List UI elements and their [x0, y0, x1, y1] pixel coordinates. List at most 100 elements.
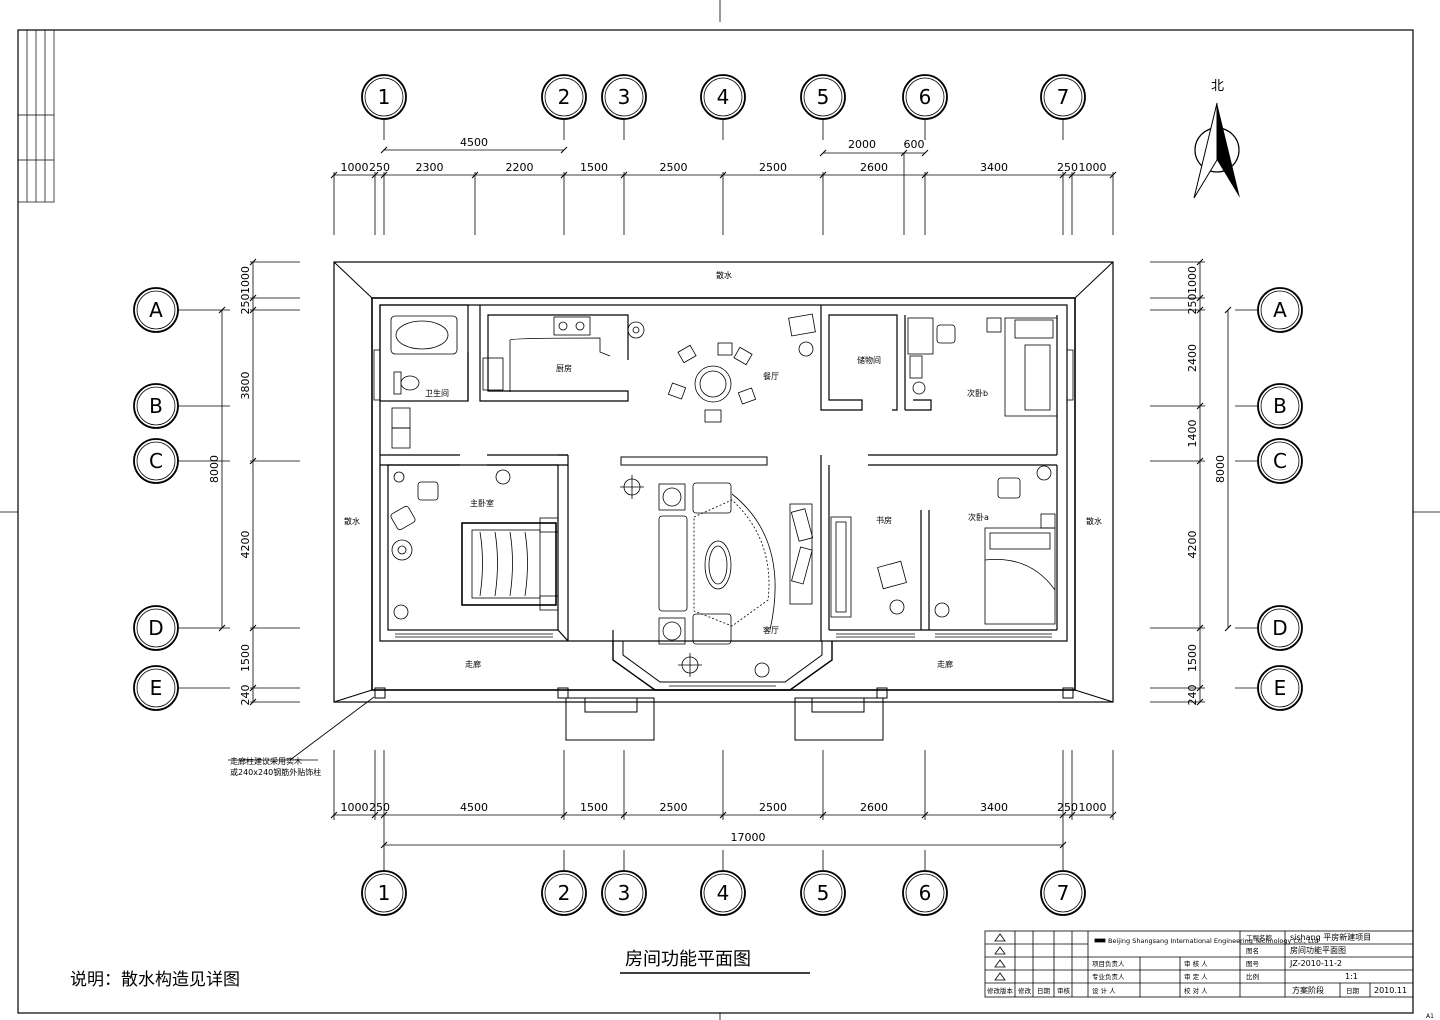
dim-tick	[471, 171, 479, 179]
room-label-corridor-right: 走廊	[937, 659, 953, 669]
dining-table-icon	[667, 342, 757, 423]
dim-tick	[1109, 811, 1117, 819]
project-label: 工程名称	[1246, 933, 1273, 942]
dim-tick	[380, 171, 388, 179]
axis-top-2: 2	[541, 74, 587, 120]
sign-row-2-right: 审 定 人	[1184, 972, 1208, 981]
axis-bubble-inner	[544, 873, 584, 913]
top-dim-label: 2500	[660, 161, 688, 174]
axis-right-A: A	[1257, 287, 1303, 333]
callout-line-2: 或240x240钢筋外贴饰柱	[230, 767, 321, 777]
date-label: 日期	[1346, 987, 1360, 995]
axis-bubble-label: A	[1273, 298, 1287, 322]
dim-tick	[719, 811, 727, 819]
dim-tick	[560, 811, 568, 819]
drawing-number-label: 图号	[1246, 960, 1260, 968]
dim-tick	[819, 149, 827, 157]
sheet-corner-label: A1	[1426, 1013, 1434, 1020]
axis-top-6: 6	[902, 74, 948, 120]
bay-window	[612, 641, 833, 691]
bookshelf-icon	[830, 516, 852, 618]
dim-tick	[1068, 171, 1076, 179]
axis-bubble-inner	[604, 873, 644, 913]
axis-left-A: A	[133, 287, 179, 333]
project-value: sishang 平房新建项目	[1290, 932, 1371, 942]
column-callout: 走廊柱建议采用实木 或240x240钢筋外贴饰柱	[228, 696, 375, 777]
axis-bubble-inner	[364, 873, 404, 913]
armchair-icon	[417, 481, 439, 501]
axis-right-B: B	[1257, 383, 1303, 429]
top-dim-label: 2500	[759, 161, 787, 174]
axis-bubble-label: 7	[1057, 881, 1070, 905]
axis-bubble-inner	[1260, 608, 1300, 648]
lamp-icon	[754, 662, 770, 678]
axis-bubble-label: E	[150, 676, 163, 700]
room-labels: 散水 散水 散水 卫生间 厨房 餐厅 储物间 次卧b 主卧室 客厅 书房 次卧a…	[344, 270, 1102, 669]
dim-tick	[1068, 811, 1076, 819]
axis-bubble-inner	[136, 668, 176, 708]
room-label-master-bedroom: 主卧室	[470, 498, 494, 508]
dim-tick	[1224, 306, 1232, 314]
right-dim-label: 1400	[1186, 420, 1199, 448]
dim-tick	[249, 684, 257, 692]
dim-tick	[719, 171, 727, 179]
lamp-icon	[889, 599, 905, 615]
master-bed-icon	[461, 517, 559, 611]
sign-row-2-left: 专业负责人	[1092, 972, 1125, 981]
axis-right-C: C	[1257, 438, 1303, 484]
top-dim-label: 3400	[980, 161, 1008, 174]
axis-bubble-inner	[136, 441, 176, 481]
axis-top-4: 4	[700, 74, 746, 120]
dim-tick	[249, 457, 257, 465]
nightstand-icon	[986, 317, 1002, 333]
dim-tick	[1059, 171, 1067, 179]
bottom-dim-label: 4500	[460, 801, 488, 814]
top-dim-label: 1000	[1079, 161, 1107, 174]
room-label-bedroom-b: 次卧b	[967, 388, 988, 398]
plant-icon	[678, 653, 702, 677]
axis-bubble-label: 2	[558, 85, 571, 109]
dim-tick	[1196, 624, 1204, 632]
right-dim-overall-label: 8000	[1214, 455, 1227, 483]
north-arrow-icon	[1193, 102, 1240, 199]
dim-tick	[620, 171, 628, 179]
right-dim-label: 4200	[1186, 531, 1199, 559]
axis-bubble-inner	[803, 77, 843, 117]
axis-bubble-inner	[1260, 441, 1300, 481]
top-dim-label: 250	[1057, 161, 1078, 174]
lamp-icon	[798, 341, 814, 357]
axis-bubble-label: 2	[558, 881, 571, 905]
dim-tick	[921, 811, 929, 819]
axis-bubble-label: 7	[1057, 85, 1070, 109]
axis-bottom-7: 7	[1040, 870, 1086, 916]
room-label-scatter-left: 散水	[344, 516, 360, 526]
drawing-name-value: 房间功能平面图	[1290, 945, 1346, 955]
bottom-dim-label: 3400	[980, 801, 1008, 814]
room-label-bedroom-a: 次卧a	[968, 512, 989, 522]
company-name: Beijing Shangsang International Engineer…	[1108, 937, 1318, 945]
axis-bubble-label: D	[1272, 616, 1287, 640]
top-dim-4500-label: 4500	[460, 136, 488, 149]
sofa-set-icon	[658, 482, 776, 645]
revision-label-version: 修改版本	[987, 986, 1014, 995]
axis-bubble-inner	[136, 608, 176, 648]
axis-bubble-label: A	[149, 298, 163, 322]
bottom-dim-label: 2500	[660, 801, 688, 814]
date-value: 2010.11	[1374, 986, 1407, 995]
armchair-icon	[390, 505, 416, 531]
left-dim-label: 240	[239, 685, 252, 706]
right-dim-label: 250	[1186, 294, 1199, 315]
bed-b-icon	[1004, 317, 1058, 417]
plant-icon	[391, 539, 413, 561]
sign-row-3-left: 设 计 人	[1092, 986, 1116, 995]
title-block	[984, 930, 1414, 998]
axis-bubble-inner	[136, 386, 176, 426]
axis-left-E: E	[133, 665, 179, 711]
dim-tick	[819, 811, 827, 819]
tv-cabinet-icon	[789, 503, 814, 605]
axis-bubble-inner	[136, 290, 176, 330]
cabinet-icon	[909, 355, 923, 379]
axis-bottom-5: 5	[800, 870, 846, 916]
dim-tick	[1059, 811, 1067, 819]
